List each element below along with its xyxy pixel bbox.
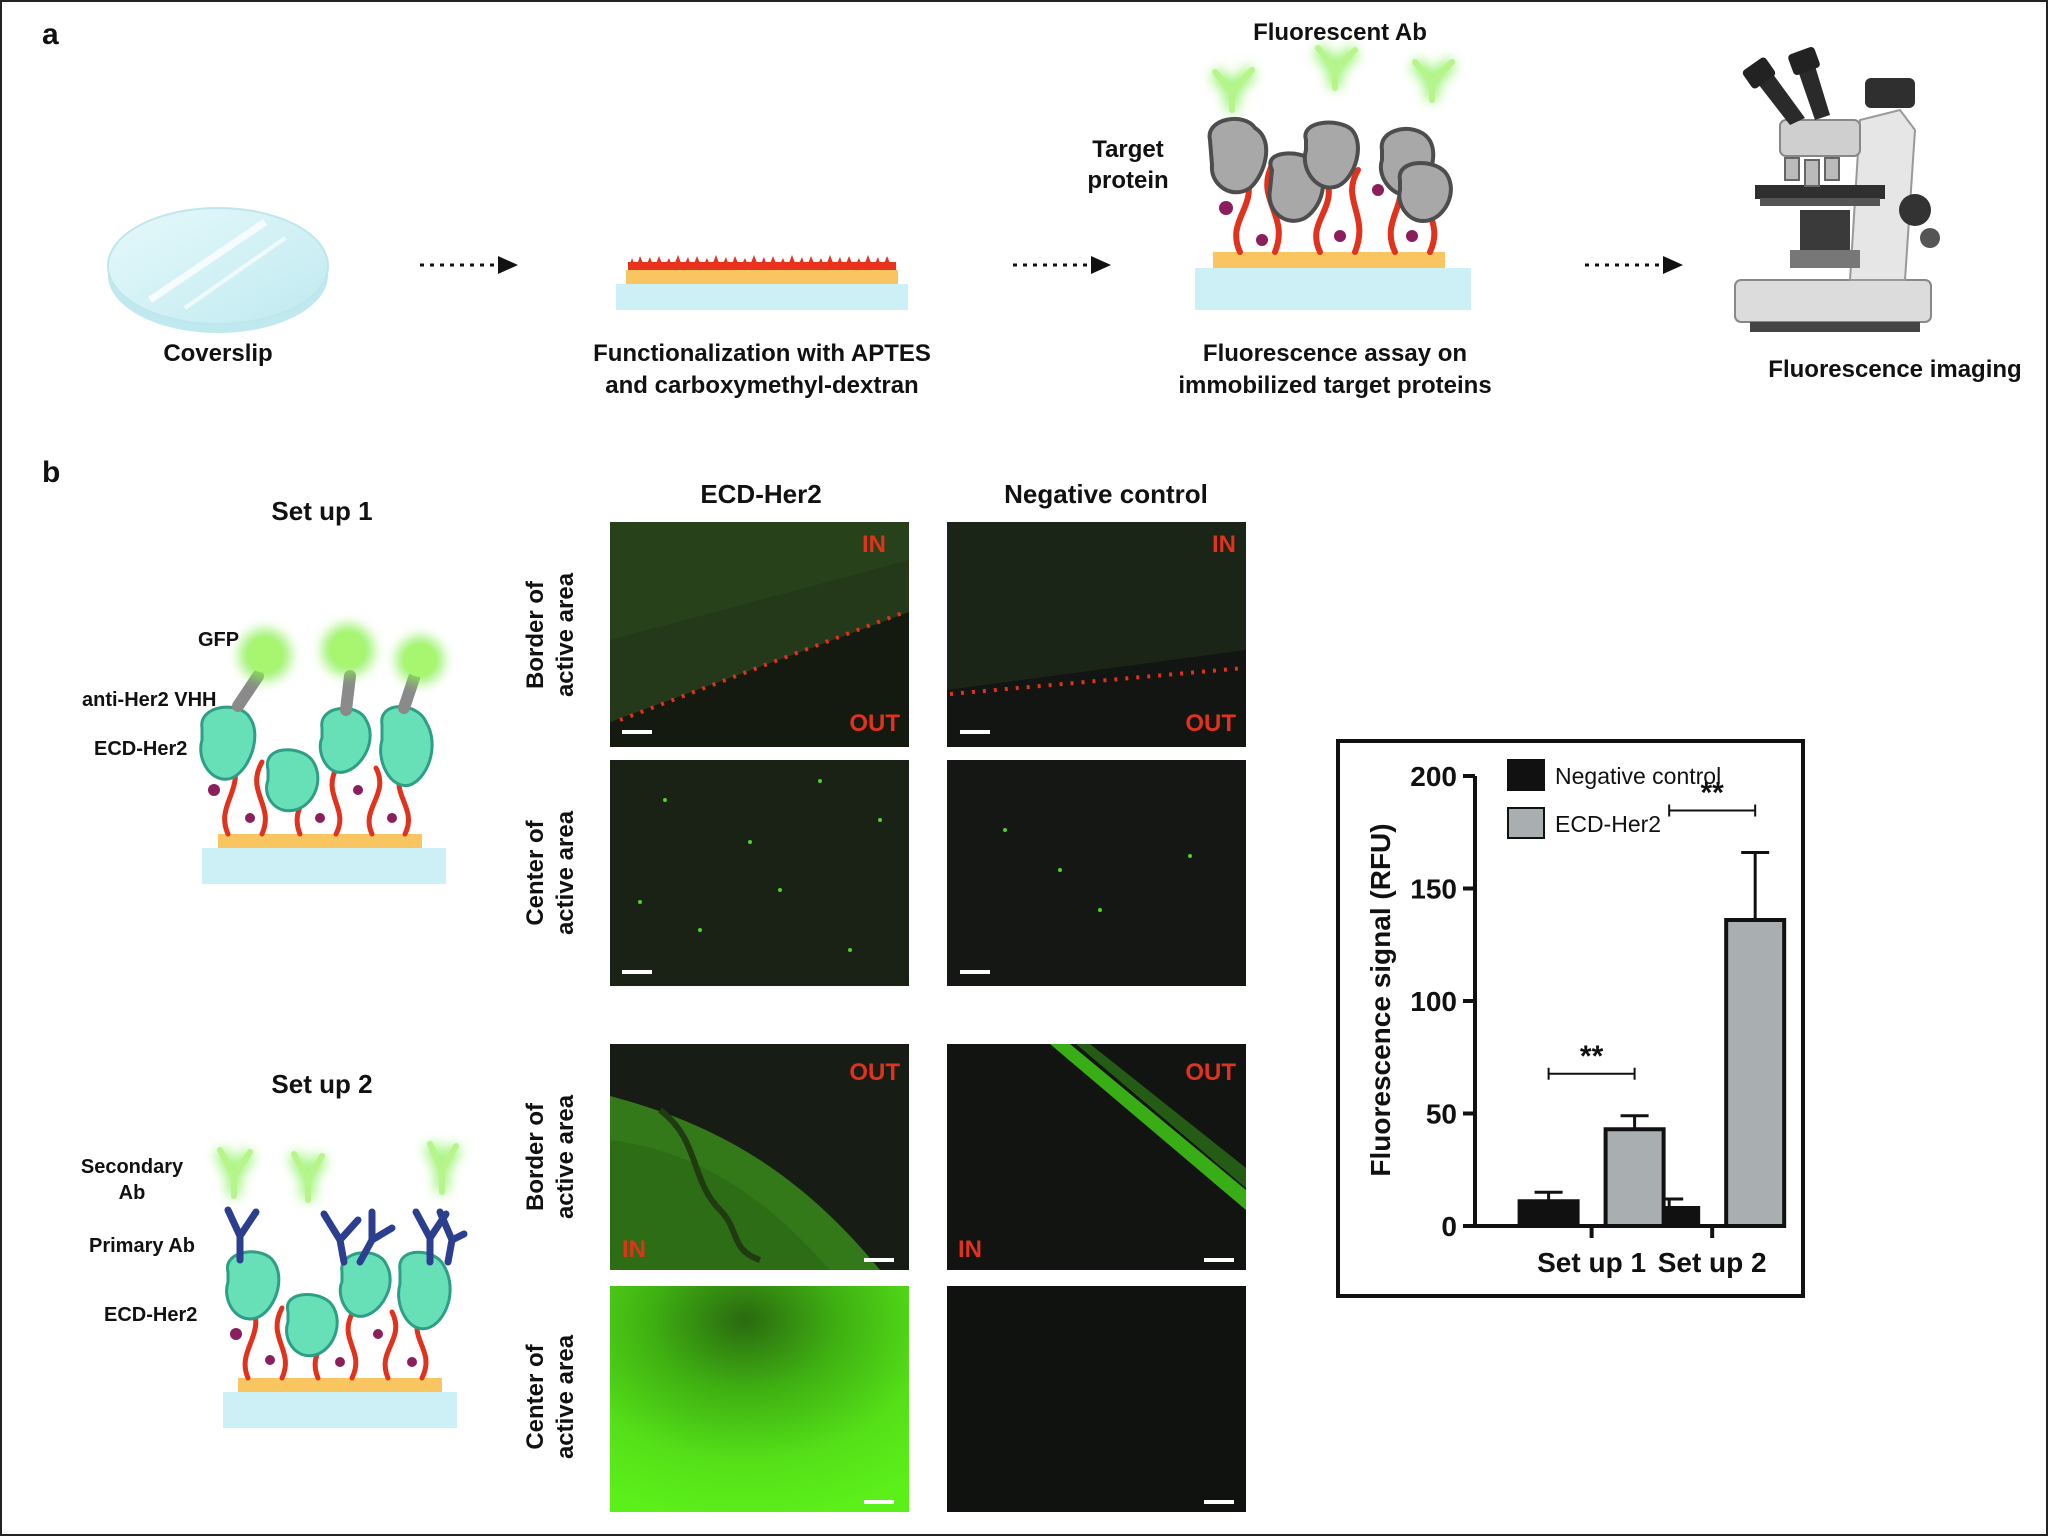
y-tick-label: 150 [1410, 874, 1457, 905]
setup1-gfp-label: GFP [198, 629, 239, 651]
legend-swatch [1507, 807, 1545, 839]
assay-label-line2: immobilized target proteins [1178, 372, 1491, 399]
legend-swatch [1507, 759, 1545, 791]
micrograph-setup1-center-ecd [610, 760, 909, 986]
row-label-setup2-center: Center of active area [522, 1334, 579, 1459]
micrograph-setup2-border-negative [947, 1044, 1246, 1270]
row-label-border-line1: Border of [522, 580, 549, 689]
y-tick-label: 50 [1426, 1099, 1457, 1130]
micrograph-setup2-center-negative [947, 1286, 1246, 1512]
setup2-secondary-label-line1: Secondary [81, 1156, 184, 1178]
legend-label: ECD-Her2 [1555, 811, 1661, 837]
significance-label: ** [1580, 1040, 1604, 1073]
bar [1603, 1127, 1666, 1228]
tag-out: OUT [1185, 1059, 1236, 1086]
setup1-title: Set up 1 [271, 496, 372, 526]
arrow-icon [1013, 256, 1111, 274]
primary-antibody-icon [224, 1206, 468, 1266]
target-protein-label-line1: Target [1092, 136, 1164, 163]
setup1-illustration [199, 624, 446, 884]
significance-label: ** [1700, 777, 1724, 810]
x-tick-label: Set up 2 [1658, 1247, 1767, 1278]
bar-chart: 0 50 100 150 200 ** Set up 1 ** Set up 2 Negative… [1410, 759, 1787, 1278]
row-label-center-line1: Center of [522, 1343, 549, 1449]
setup2-illustration [213, 1141, 468, 1428]
setup2-ecd-label: ECD-Her2 [104, 1304, 197, 1326]
micrograph-setup1-border-ecd [610, 522, 909, 747]
tag-in: IN [862, 531, 886, 558]
bar [1517, 1199, 1580, 1228]
secondary-antibody-icon [213, 1141, 463, 1203]
row-label-center-line1: Center of [522, 819, 549, 925]
arrow-icon [420, 256, 518, 274]
setup1-ecd-label: ECD-Her2 [94, 738, 187, 760]
row-label-border-line2: active area [552, 1094, 579, 1219]
col-header-negative: Negative control [1004, 479, 1208, 509]
target-protein-label-line2: protein [1087, 167, 1168, 194]
coverslip-icon [107, 207, 329, 333]
tag-out: OUT [849, 1059, 900, 1086]
setup1-vhh-label: anti-Her2 VHH [82, 689, 216, 711]
row-label-border-line2: active area [552, 572, 579, 697]
functionalization-label-line1: Functionalization with APTES [593, 340, 931, 367]
row-label-center-line2: active area [552, 1334, 579, 1459]
assay-illustration [1195, 43, 1471, 310]
setup2-title: Set up 2 [271, 1069, 372, 1099]
arrow-icon [1585, 256, 1683, 274]
coverslip-label: Coverslip [163, 340, 272, 367]
chart-y-label: Fluorescence signal (RFU) [1365, 823, 1396, 1176]
micrograph-setup1-center-negative [947, 760, 1246, 986]
assay-label-line1: Fluorescence assay on [1203, 340, 1467, 367]
imaging-label: Fluorescence imaging [1768, 356, 2021, 383]
setup2-secondary-label-line2: Ab [119, 1182, 146, 1204]
tag-in: IN [1212, 531, 1236, 558]
gfp-icon [239, 624, 444, 684]
y-tick-label: 0 [1441, 1211, 1457, 1242]
y-tick-label: 100 [1410, 986, 1457, 1017]
fluorescent-antibody-icon [1209, 43, 1457, 113]
microscope-icon [1734, 47, 1940, 332]
setup2-primary-label: Primary Ab [89, 1235, 195, 1257]
col-header-ecd: ECD-Her2 [700, 479, 821, 509]
tag-in: IN [622, 1236, 646, 1263]
row-label-center-line2: active area [552, 810, 579, 935]
functionalized-slide-icon [616, 255, 908, 310]
y-tick-label: 200 [1410, 761, 1457, 792]
micrograph-setup1-border-negative [947, 522, 1246, 747]
row-label-setup1-border: Border of active area [522, 572, 579, 697]
fluorescent-ab-label: Fluorescent Ab [1253, 19, 1427, 46]
row-label-setup2-border: Border of active area [522, 1094, 579, 1219]
functionalization-label-line2: and carboxymethyl-dextran [605, 372, 918, 399]
micrograph-setup2-border-ecd [610, 1044, 909, 1270]
legend-label: Negative control [1555, 763, 1721, 789]
x-tick-label: Set up 1 [1537, 1247, 1646, 1278]
row-label-setup1-center: Center of active area [522, 810, 579, 935]
panel-a-letter: a [42, 18, 59, 51]
tag-out: OUT [849, 710, 900, 737]
tag-in: IN [958, 1236, 982, 1263]
panel-b-letter: b [42, 456, 60, 489]
tag-out: OUT [1185, 710, 1236, 737]
row-label-border-line1: Border of [522, 1102, 549, 1211]
micrograph-setup2-center-ecd [610, 1286, 909, 1512]
bar [1724, 918, 1787, 1228]
